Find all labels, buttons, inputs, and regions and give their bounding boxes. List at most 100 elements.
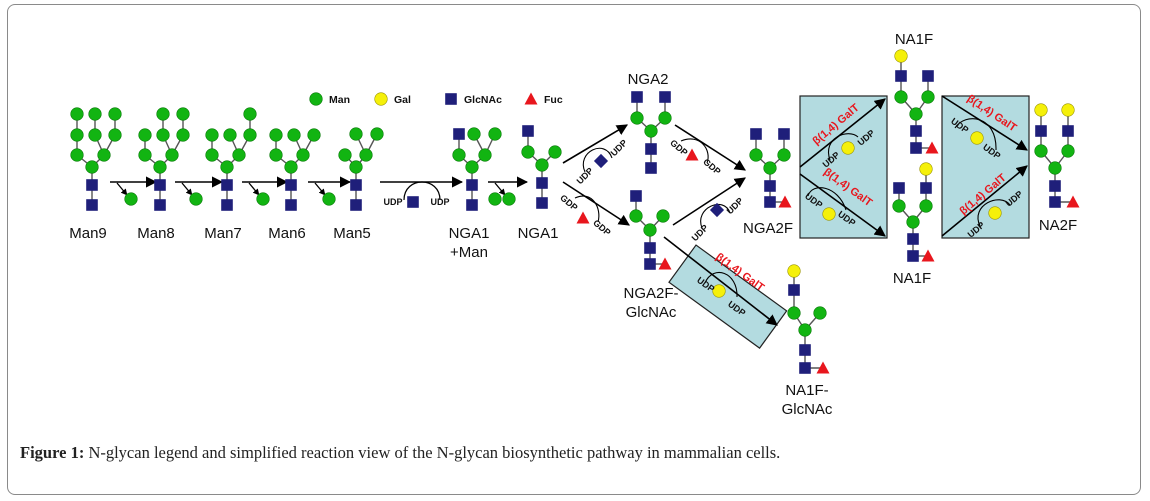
fucose-icon xyxy=(685,148,699,161)
mannose-icon xyxy=(909,107,923,121)
galactose-icon xyxy=(1061,103,1075,117)
reaction-arrow xyxy=(674,124,746,171)
cofactor-label: GDP xyxy=(591,218,612,238)
mannose-icon xyxy=(284,160,298,174)
mannose-icon xyxy=(220,160,234,174)
mannose-icon xyxy=(1061,144,1075,158)
mannose-icon xyxy=(349,160,363,174)
fucose-icon xyxy=(524,92,538,105)
caption-text: N-glycan legend and simplified reaction … xyxy=(84,443,781,462)
glcnac-icon xyxy=(630,190,642,202)
glcnac-icon xyxy=(644,242,656,254)
glcnac-icon xyxy=(778,128,790,140)
galactose-icon xyxy=(822,207,836,221)
glcnac-icon xyxy=(922,70,934,82)
cofactor-label: UDP xyxy=(725,196,746,217)
glycan-man6 xyxy=(269,128,321,211)
mannose-icon xyxy=(370,127,384,141)
cofactor-label: UDP xyxy=(383,197,402,207)
galt-box-1 xyxy=(799,95,888,239)
mannose-icon xyxy=(287,128,301,142)
mannose-icon xyxy=(108,128,122,142)
glycan-man9 xyxy=(70,107,122,211)
release-arrow xyxy=(314,182,326,196)
galactose-icon xyxy=(1034,103,1048,117)
mannose-icon xyxy=(176,128,190,142)
mannose-icon xyxy=(70,148,84,162)
mannose-icon xyxy=(97,148,111,162)
glcnac-icon xyxy=(788,284,800,296)
structure-label: NA2F xyxy=(1039,217,1077,234)
galactose-icon xyxy=(787,264,801,278)
enzyme-box xyxy=(668,244,788,349)
mannose-icon xyxy=(921,90,935,104)
fucose-icon xyxy=(778,195,792,208)
mannose-icon xyxy=(243,107,257,121)
mannose-icon xyxy=(894,90,908,104)
glcnac-icon xyxy=(1035,125,1047,137)
cofactor-label: GDP xyxy=(668,138,689,158)
reaction-arrow xyxy=(941,95,1028,151)
glcnac-icon xyxy=(522,125,534,137)
glcnac-icon xyxy=(536,177,548,189)
mannose-icon xyxy=(787,306,801,320)
mannose-icon xyxy=(85,160,99,174)
mannose-icon xyxy=(338,148,352,162)
figure-frame xyxy=(7,4,1141,495)
reaction-arrow xyxy=(562,124,628,164)
glcnac-icon xyxy=(86,179,98,191)
fucose-icon xyxy=(1066,195,1080,208)
mannose-icon xyxy=(359,148,373,162)
mannose-icon xyxy=(630,111,644,125)
release-arrow xyxy=(248,182,260,196)
glycan-man5 xyxy=(338,127,384,211)
structure-label: NA1F xyxy=(895,31,933,48)
mannose-icon xyxy=(243,128,257,142)
glcnac-icon xyxy=(407,196,419,208)
enzyme-box xyxy=(799,95,888,239)
release-arrow xyxy=(116,182,128,196)
glcnac-icon xyxy=(645,162,657,174)
cofactor-label: UDP xyxy=(430,197,449,207)
fucose-icon xyxy=(816,361,830,374)
glcnac-icon xyxy=(593,153,609,169)
glycan-na1f-glcnac xyxy=(787,264,830,374)
mannose-icon xyxy=(223,128,237,142)
mannose-icon xyxy=(269,128,283,142)
mannose-icon xyxy=(138,148,152,162)
glcnac-icon xyxy=(536,197,548,209)
legend-label: Fuc xyxy=(544,94,563,106)
cofactor-arc xyxy=(700,203,731,229)
mannose-icon xyxy=(88,128,102,142)
structure-label: +Man xyxy=(450,244,488,261)
galactose-icon xyxy=(841,141,855,155)
glcnac-icon xyxy=(799,344,811,356)
mannose-icon xyxy=(189,192,203,206)
glcnac-icon xyxy=(645,143,657,155)
glcnac-icon xyxy=(466,179,478,191)
glcnac-icon xyxy=(1049,180,1061,192)
cofactor-label: GDP xyxy=(701,157,722,177)
glcnac-icon xyxy=(907,250,919,262)
mannose-icon xyxy=(629,209,643,223)
caption-label: Figure 1: xyxy=(20,443,85,462)
structure-label: NGA2F xyxy=(743,220,793,237)
cofactor-arc xyxy=(977,199,1011,227)
mannose-icon xyxy=(478,148,492,162)
cofactor-arc xyxy=(704,272,738,298)
glcnac-icon xyxy=(350,199,362,211)
galactose-icon xyxy=(374,92,388,106)
glcnac-icon xyxy=(466,199,478,211)
reaction-arrow xyxy=(672,177,746,226)
glycan-na1f-lower xyxy=(892,162,935,262)
mannose-icon xyxy=(906,215,920,229)
legend-label: GlcNAc xyxy=(464,94,502,106)
glycan-nga2f xyxy=(749,128,792,208)
mannose-icon xyxy=(70,128,84,142)
mannose-icon xyxy=(798,323,812,337)
structure-label: NA1F xyxy=(893,270,931,287)
galactose-icon xyxy=(919,162,933,176)
reaction-arrow xyxy=(799,98,886,168)
mannose-icon xyxy=(813,306,827,320)
mannose-icon xyxy=(919,199,933,213)
